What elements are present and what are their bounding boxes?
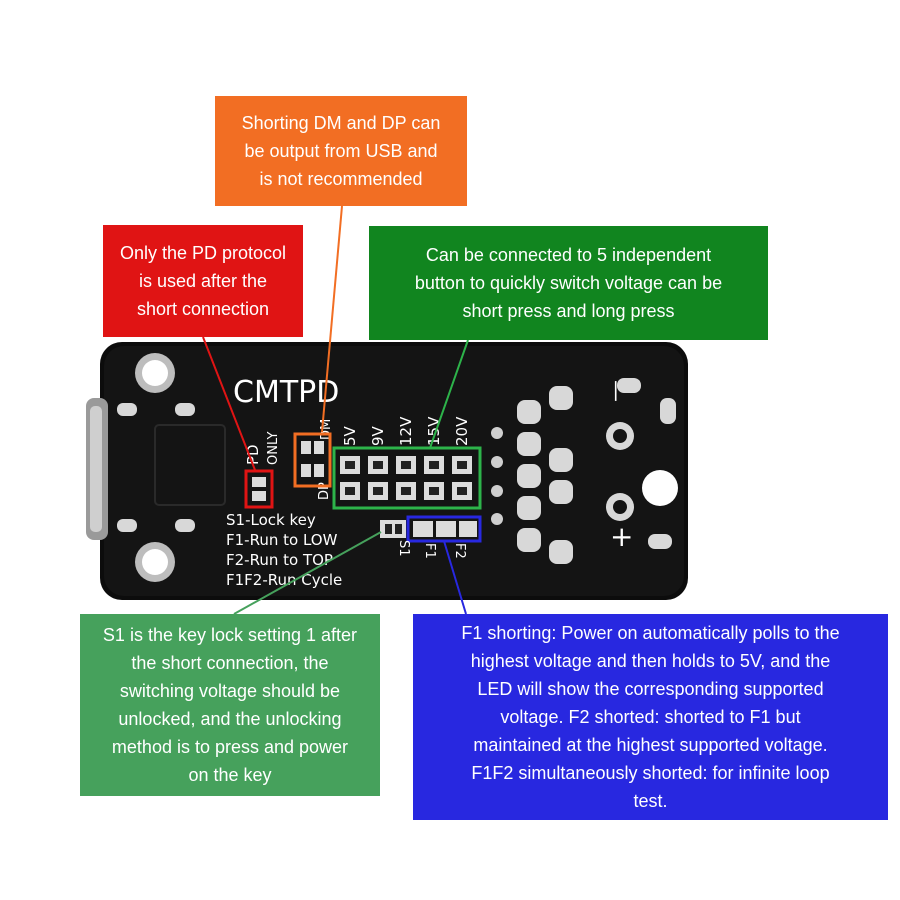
callout-line: Can be connected to 5 independent — [425, 245, 712, 265]
callout-pd-only: Only the PD protocol is used after the s… — [103, 225, 303, 337]
callout-buttons: Can be connected to 5 independent button… — [369, 226, 768, 340]
pointer-pd-only — [202, 336, 256, 471]
lock-line-4: F1F2-Run Cycle — [226, 571, 342, 589]
only-label: ONLY — [266, 432, 281, 465]
pointer-f1f2 — [443, 540, 467, 615]
callout-line: LED will show the corresponding supporte… — [477, 679, 824, 699]
callout-line: button to quickly switch voltage can be — [414, 273, 723, 293]
callout-line: F1F2 simultaneously shorted: for infinit… — [471, 763, 830, 783]
pd-label: PD — [244, 444, 262, 465]
callout-line: on the key — [188, 765, 272, 785]
callout-line: maintained at the highest supported volt… — [473, 735, 828, 755]
callout-line: method is to press and power — [111, 737, 349, 757]
callout-line: unlocked, and the unlocking — [118, 709, 342, 729]
callout-line: Shorting DM and DP can — [241, 113, 441, 133]
voltage-label: 20V — [453, 416, 471, 446]
voltage-pad — [340, 456, 360, 500]
voltage-pad — [424, 456, 444, 500]
voltage-label: 5V — [341, 425, 359, 446]
mounting-hole-bottom-left — [135, 542, 175, 582]
callout-line: Only the PD protocol — [119, 243, 287, 263]
voltage-pad — [396, 456, 416, 500]
callout-dm-dp: Shorting DM and DP can be output from US… — [215, 96, 467, 206]
voltage-label: 9V — [369, 425, 387, 446]
voltage-pad — [452, 456, 472, 500]
callout-line: short press and long press — [462, 301, 675, 321]
voltage-pad — [368, 456, 388, 500]
callout-s1-lock: S1 is the key lock setting 1 after the s… — [80, 614, 380, 796]
callout-line: is used after the — [138, 271, 268, 291]
callout-line: switching voltage should be — [119, 681, 341, 701]
pointer-dm-dp — [321, 205, 343, 433]
voltage-label: 12V — [397, 416, 415, 446]
lock-line-3: F2-Run to TOP — [226, 551, 333, 569]
callout-line: F1 shorting: Power on automatically poll… — [461, 623, 840, 643]
mounting-hole-top-left — [135, 353, 175, 393]
minus-label: — — [603, 380, 628, 402]
s1-label: S1 — [396, 540, 411, 557]
f2-label: F2 — [452, 543, 467, 559]
voltage-jumper-group — [332, 446, 482, 510]
callout-line: test. — [633, 791, 668, 811]
board-title: CMTPD — [233, 375, 339, 410]
pointer-s1 — [233, 531, 382, 615]
callout-line: highest voltage and then holds to 5V, an… — [470, 651, 831, 671]
callout-line: be output from USB and — [244, 141, 438, 161]
dm-dp-jumper — [293, 432, 332, 488]
lock-line-2: F1-Run to LOW — [226, 531, 338, 549]
callout-line: S1 is the key lock setting 1 after — [102, 625, 358, 645]
callout-line: short connection — [136, 299, 270, 319]
f1-label: F1 — [422, 543, 437, 559]
callout-line: is not recommended — [259, 169, 423, 189]
callout-f1-f2: F1 shorting: Power on automatically poll… — [413, 614, 888, 820]
pointer-buttons — [429, 339, 469, 449]
pd-only-jumper — [244, 469, 274, 509]
lock-line-1: S1-Lock key — [226, 511, 316, 529]
s1-jumper — [380, 520, 406, 538]
plus-label: + — [610, 520, 633, 553]
callout-line: voltage. F2 shorted: shorted to F1 but — [500, 707, 801, 727]
output-pads — [517, 386, 573, 564]
callout-line: the short connection, the — [131, 653, 329, 673]
